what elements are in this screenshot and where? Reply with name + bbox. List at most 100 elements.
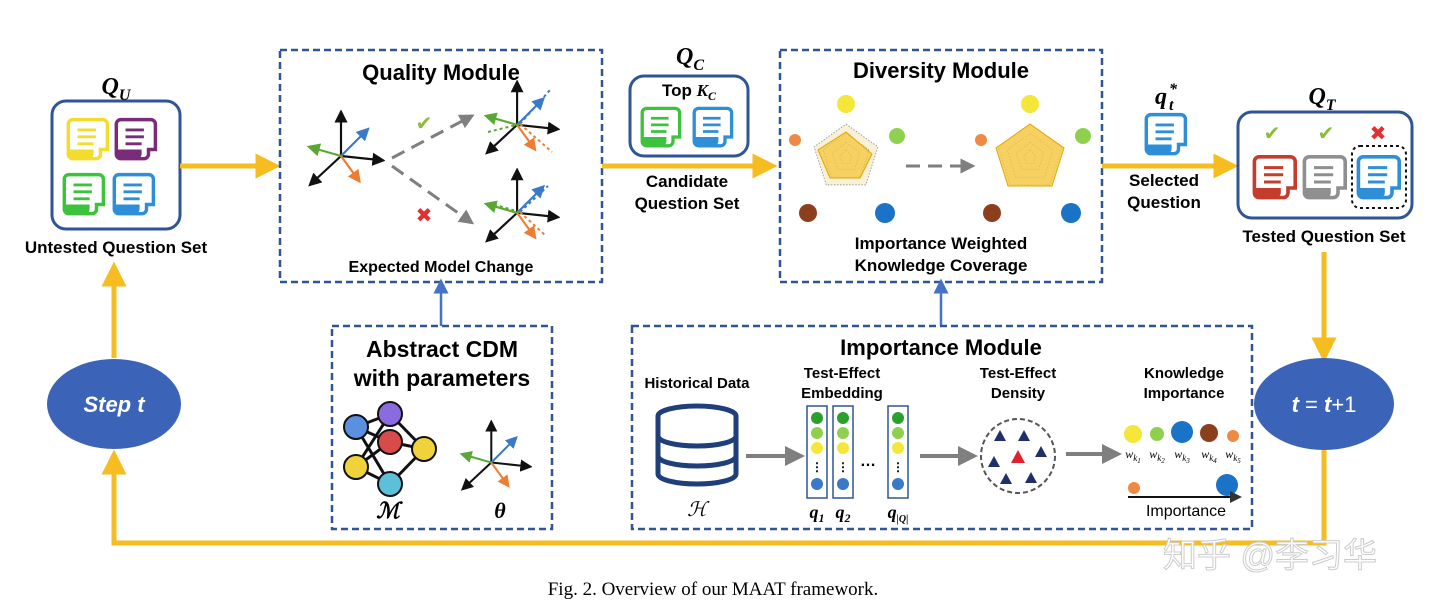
svg-text:⋮: ⋮ — [811, 460, 823, 474]
question-icon-purple — [114, 117, 158, 161]
qq-base: q — [888, 502, 897, 522]
qt-sup: * — [1169, 81, 1178, 98]
svg-text:⋮: ⋮ — [837, 460, 849, 474]
tested-check-icon-1: ✔ — [1264, 123, 1281, 145]
w3-sub: k — [1182, 453, 1187, 463]
w4-base: w — [1201, 447, 1209, 461]
qt-set-symbol: Q — [1308, 84, 1325, 110]
diversity-caption-line2: Knowledge Coverage — [855, 256, 1028, 275]
embedding-column-2: ⋮ — [832, 405, 854, 499]
knowledge-dot-green-2 — [1075, 128, 1091, 144]
candidate-question-set: QC Top KC Candidate Question Set — [628, 44, 750, 213]
w5-sub: k — [1233, 453, 1238, 463]
quality-module-box — [278, 48, 604, 284]
qt-sub: t — [1169, 97, 1174, 114]
svg-text:⋮: ⋮ — [892, 460, 904, 474]
knowledge-importance-line1: Knowledge — [1144, 365, 1224, 382]
selected-question-icon — [1144, 112, 1188, 156]
cross-icon: ✖ — [416, 205, 433, 227]
svg-text:t = t+1: t = t+1 — [1292, 392, 1357, 417]
weight-dot-5 — [1227, 430, 1239, 442]
knowledge-dot-yellow — [837, 95, 855, 113]
dotted-green-vector-2 — [491, 203, 521, 213]
increment-eq: = — [1299, 392, 1324, 417]
question-icon-green — [62, 172, 106, 216]
w5-subsub: 5 — [1237, 457, 1241, 465]
axis-high-dot — [1216, 474, 1238, 496]
dashed-arrow-down — [391, 164, 475, 225]
knowledge-dot-orange-2 — [975, 134, 987, 146]
diversity-module: Diversity Module Importance Weighted Kno… — [778, 48, 1104, 284]
watermark: 知乎 @李习华 — [1163, 537, 1377, 575]
theta-symbol: θ — [494, 498, 506, 523]
selected-question: q*t Selected Question — [1127, 81, 1201, 212]
w5-base: w — [1225, 447, 1233, 461]
knowledge-dot-blue — [875, 203, 895, 223]
w4-subsub: 4 — [1213, 457, 1217, 465]
embedding-label-line1: Test-Effect — [804, 365, 880, 382]
tested-cross-icon: ✖ — [1370, 123, 1387, 145]
abstract-cdm-line2: with parameters — [353, 365, 530, 391]
increment-ellipse — [1254, 358, 1394, 450]
q2-base: q — [836, 502, 845, 522]
qu-symbol: Q — [102, 74, 119, 100]
dotted-blue-vector — [519, 89, 551, 125]
tested-icon-blue — [1356, 155, 1401, 200]
selected-label-line1: Selected — [1129, 171, 1199, 190]
candidate-label-line2: Question Set — [635, 194, 740, 213]
coverage-before — [817, 131, 873, 179]
tested-question-set: QT ✔ ✔ ✖ Tested Question Set — [1236, 84, 1414, 246]
svg-text:q1: q1 — [810, 502, 825, 525]
qt-set-sub: T — [1326, 97, 1337, 114]
q1-base: q — [810, 502, 819, 522]
quality-module-title: Quality Module — [362, 60, 520, 85]
candidate-icon-green — [640, 106, 682, 148]
model-symbol: ℳ — [376, 498, 403, 523]
candidate-icon-blue — [692, 106, 734, 148]
density-circle — [980, 418, 1056, 494]
w3-subsub: 3 — [1185, 457, 1190, 465]
embedding-column-1: ⋮ — [806, 405, 828, 499]
dotted-blue-vector-2 — [519, 185, 549, 213]
w1-sub: k — [1133, 453, 1138, 463]
database-icon — [655, 403, 739, 487]
coverage-after — [995, 123, 1065, 187]
svg-text:q*t: q*t — [1155, 81, 1178, 114]
qc-sub: C — [693, 57, 704, 74]
w1-base: w — [1125, 447, 1133, 461]
knowledge-dot-green — [889, 128, 905, 144]
svg-text:wk4: wk4 — [1201, 447, 1217, 465]
dotted-orange-vector — [519, 123, 553, 153]
abstract-cdm-module: Abstract CDM with parameters ℳ θ — [330, 278, 554, 531]
step-t-label: Step t — [83, 392, 146, 417]
question-icon-yellow — [66, 117, 110, 161]
quality-module-caption: Expected Model Change — [349, 259, 534, 276]
svg-text:wk2: wk2 — [1149, 447, 1165, 465]
selected-label-line2: Question — [1127, 193, 1201, 212]
top-k-symbol: K — [696, 81, 710, 100]
svg-text:Top KC: Top KC — [662, 81, 717, 103]
knowledge-importance-line2: Importance — [1144, 385, 1225, 402]
increment-t2: t — [1324, 392, 1333, 417]
embedding-column-q: ⋮ — [887, 405, 909, 499]
w1-subsub: 1 — [1137, 457, 1141, 465]
historical-symbol: ℋ — [687, 499, 710, 521]
dashed-arrow-up — [391, 114, 475, 160]
density-label-line2: Density — [991, 385, 1046, 402]
svg-text:wk1: wk1 — [1125, 447, 1141, 465]
candidate-label-line1: Candidate — [646, 172, 728, 191]
axis-low-dot — [1128, 482, 1140, 494]
quality-module: Quality Module ✔ ✖ Expected Model Change — [278, 48, 604, 284]
importance-module-title: Importance Module — [840, 335, 1042, 360]
w4-sub: k — [1209, 453, 1214, 463]
diversity-module-title: Diversity Module — [853, 58, 1029, 83]
tested-icon-red — [1252, 155, 1297, 200]
qt-symbol: q — [1155, 84, 1167, 110]
svg-text:wk3: wk3 — [1174, 447, 1190, 465]
check-icon: ✔ — [416, 113, 433, 135]
arrow-loop-back — [101, 449, 1327, 546]
latest-question-highlight — [1351, 145, 1407, 209]
weight-dot-1 — [1124, 425, 1142, 443]
diversity-caption-line1: Importance Weighted — [855, 234, 1028, 253]
step-t-ellipse — [47, 359, 181, 449]
